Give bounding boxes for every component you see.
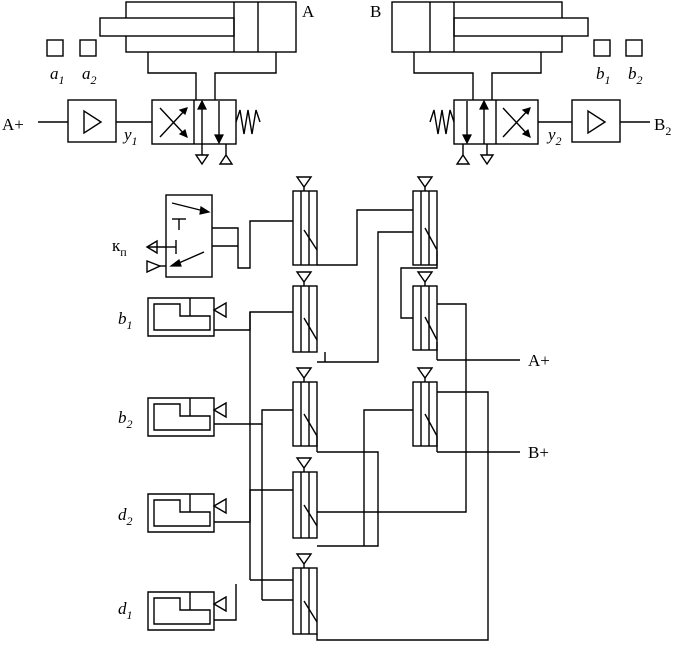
start-switch [145, 194, 213, 278]
sensor-a2-box [79, 39, 97, 57]
cylinder-b: B [370, 1, 589, 53]
valve-b [429, 99, 539, 166]
sensor-b2-label: b2 [628, 64, 643, 87]
sensor-b2-box [625, 39, 643, 57]
amplifier-b-icon [587, 109, 607, 135]
solenoid-y1-label: y1 [122, 125, 138, 148]
logic-element-4 [292, 457, 318, 539]
logic-element-8 [412, 367, 438, 447]
cylinder-a-label: A [302, 2, 315, 21]
cylinder-b-label: B [370, 2, 381, 21]
logic-element-5 [292, 553, 318, 635]
sensor-valve-b1 [147, 297, 227, 337]
sensor-a1-label: a1 [50, 64, 65, 87]
input-a-plus: A+ [2, 115, 24, 134]
cylinder-a: A [99, 1, 315, 53]
sensor-valve-d1 [147, 591, 227, 631]
wiring [212, 209, 520, 641]
amplifier-a [67, 99, 117, 143]
amplifier-a-icon [83, 109, 103, 135]
sensor-label-d1: d1 [118, 599, 133, 622]
sensor-a2-label: a2 [82, 64, 97, 87]
output-b-plus: B+ [528, 443, 549, 462]
output-a-plus: A+ [528, 351, 550, 370]
sensor-label-b2: b2 [118, 408, 133, 431]
input-b2: B2 [654, 115, 671, 138]
logic-element-1 [292, 176, 318, 266]
logic-element-2 [292, 271, 318, 353]
sensor-valve-d2 [147, 493, 227, 533]
amplifier-b [571, 99, 621, 143]
sensor-label-d2: d2 [118, 505, 133, 528]
switch-kp-label: кп [112, 236, 127, 259]
sensor-a1-box [46, 39, 64, 57]
logic-element-7 [412, 271, 438, 351]
solenoid-y2-label: y2 [546, 125, 562, 148]
logic-element-6 [412, 176, 438, 266]
sensor-label-b1: b1 [118, 309, 133, 332]
sensor-b1-box [593, 39, 611, 57]
valve-a [151, 99, 261, 166]
sensor-valve-b2 [147, 397, 227, 437]
sensor-b1-label: b1 [596, 64, 611, 87]
logic-element-3 [292, 367, 318, 447]
